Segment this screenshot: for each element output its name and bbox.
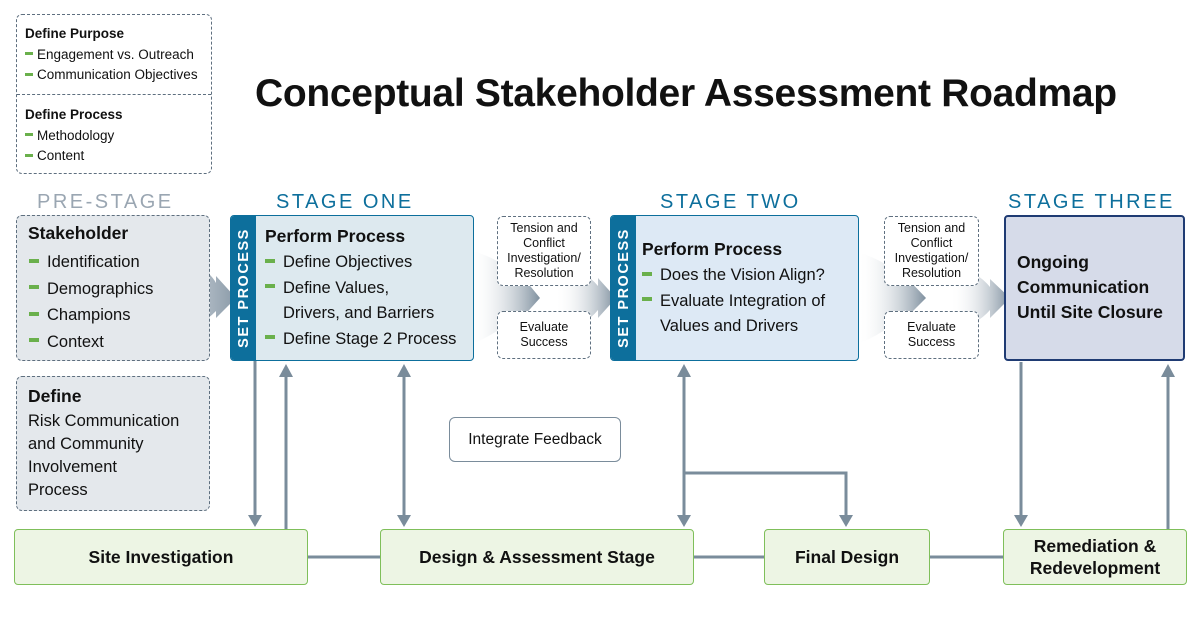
stage-one-box: SET PROCESS Perform Process Define Objec… — [230, 215, 474, 361]
bullet-icon — [642, 271, 652, 276]
tension-box: Tension and Conflict Investigation/ Reso… — [884, 216, 979, 286]
flow-arrow-icon — [858, 252, 926, 344]
stage-label-two: STAGE TWO — [660, 191, 801, 213]
bullet-icon — [29, 285, 39, 290]
list-item: Champions — [29, 302, 153, 329]
list-item: Does the Vision Align? — [642, 263, 825, 289]
bullet-icon — [265, 258, 275, 263]
list-item-continuation: Values and Drivers — [660, 317, 799, 335]
stakeholder-list: Identification Demographics Champions Co… — [29, 249, 153, 355]
site-investigation-box: Site Investigation — [14, 529, 308, 585]
stage-one-heading: Perform Process — [265, 226, 406, 246]
stage-label-three: STAGE THREE — [1008, 191, 1175, 213]
stage-label-one: STAGE ONE — [276, 191, 414, 213]
arrow-up-icon — [677, 364, 691, 377]
arrow-down-icon — [397, 515, 411, 527]
stage-three-box: Ongoing Communication Until Site Closure — [1004, 215, 1185, 361]
legend-purpose-item: Engagement vs. Outreach — [25, 45, 198, 66]
evaluate-box: Evaluate Success — [884, 311, 979, 359]
bullet-icon — [25, 133, 33, 137]
bullet-icon — [265, 284, 275, 289]
bullet-icon — [29, 338, 39, 343]
arrow-up-icon — [397, 364, 411, 377]
legend-process-item: Content — [25, 146, 123, 167]
set-process-bar: SET PROCESS — [231, 216, 256, 360]
list-item-continuation: Drivers, and Barriers — [283, 304, 435, 322]
stage-label-pre: PRE-STAGE — [37, 191, 174, 213]
list-item: Define Stage 2 Process — [265, 327, 456, 353]
tension-box: Tension and Conflict Investigation/ Reso… — [497, 216, 591, 286]
stage-three-text: Ongoing Communication Until Site Closure — [1017, 252, 1163, 322]
list-item: Define Values, — [265, 276, 456, 302]
arrow-down-icon — [677, 515, 691, 527]
design-assessment-box: Design & Assessment Stage — [380, 529, 694, 585]
arrow-down-icon — [1014, 515, 1028, 527]
bullet-icon — [642, 297, 652, 302]
legend-purpose: Define Purpose Engagement vs. Outreach C… — [25, 24, 198, 86]
bullet-icon — [25, 52, 33, 56]
define-box: Define Risk Communication and Community … — [16, 376, 210, 511]
define-heading: Define — [28, 386, 82, 406]
stage-two-list: Does the Vision Align? Evaluate Integrat… — [642, 263, 825, 340]
list-item: Evaluate Integration of — [642, 289, 825, 315]
stage-one-list: Define Objectives Define Values, Drivers… — [265, 250, 456, 352]
bullet-icon — [25, 153, 33, 157]
legend-process-item: Methodology — [25, 126, 123, 147]
bullet-icon — [29, 258, 39, 263]
stage-two-heading: Perform Process — [642, 239, 783, 259]
list-item: Demographics — [29, 276, 153, 303]
remediation-box: Remediation & Redevelopment — [1003, 529, 1187, 585]
final-design-box: Final Design — [764, 529, 930, 585]
integrate-feedback-box: Integrate Feedback — [449, 417, 621, 462]
legend-process-heading: Define Process — [25, 107, 123, 122]
stakeholder-heading: Stakeholder — [28, 223, 129, 243]
evaluate-box: Evaluate Success — [497, 311, 591, 359]
set-process-bar: SET PROCESS — [611, 216, 636, 360]
bullet-icon — [29, 311, 39, 316]
legend-purpose-heading: Define Purpose — [25, 26, 125, 41]
stage-two-box: SET PROCESS Perform Process Does the Vis… — [610, 215, 859, 361]
list-item: Context — [29, 329, 153, 356]
arrow-down-icon — [248, 515, 262, 527]
bullet-icon — [265, 335, 275, 340]
list-item: Define Objectives — [265, 250, 456, 276]
stakeholder-box: Stakeholder Identification Demographics … — [16, 215, 210, 361]
arrow-up-icon — [1161, 364, 1175, 377]
legend-process: Define Process Methodology Content — [25, 105, 123, 167]
flow-arrow-icon — [470, 250, 540, 345]
legend-purpose-item: Communication Objectives — [25, 65, 198, 86]
legend-divider — [17, 94, 211, 95]
branch-line — [684, 471, 848, 516]
list-item: Identification — [29, 249, 153, 276]
bullet-icon — [25, 72, 33, 76]
page-title: Conceptual Stakeholder Assessment Roadma… — [255, 72, 1117, 115]
arrow-down-icon — [839, 515, 853, 527]
arrow-up-icon — [279, 364, 293, 377]
legend-box: Define Purpose Engagement vs. Outreach C… — [16, 14, 212, 174]
define-text: Risk Communication and Community Involve… — [28, 412, 180, 499]
